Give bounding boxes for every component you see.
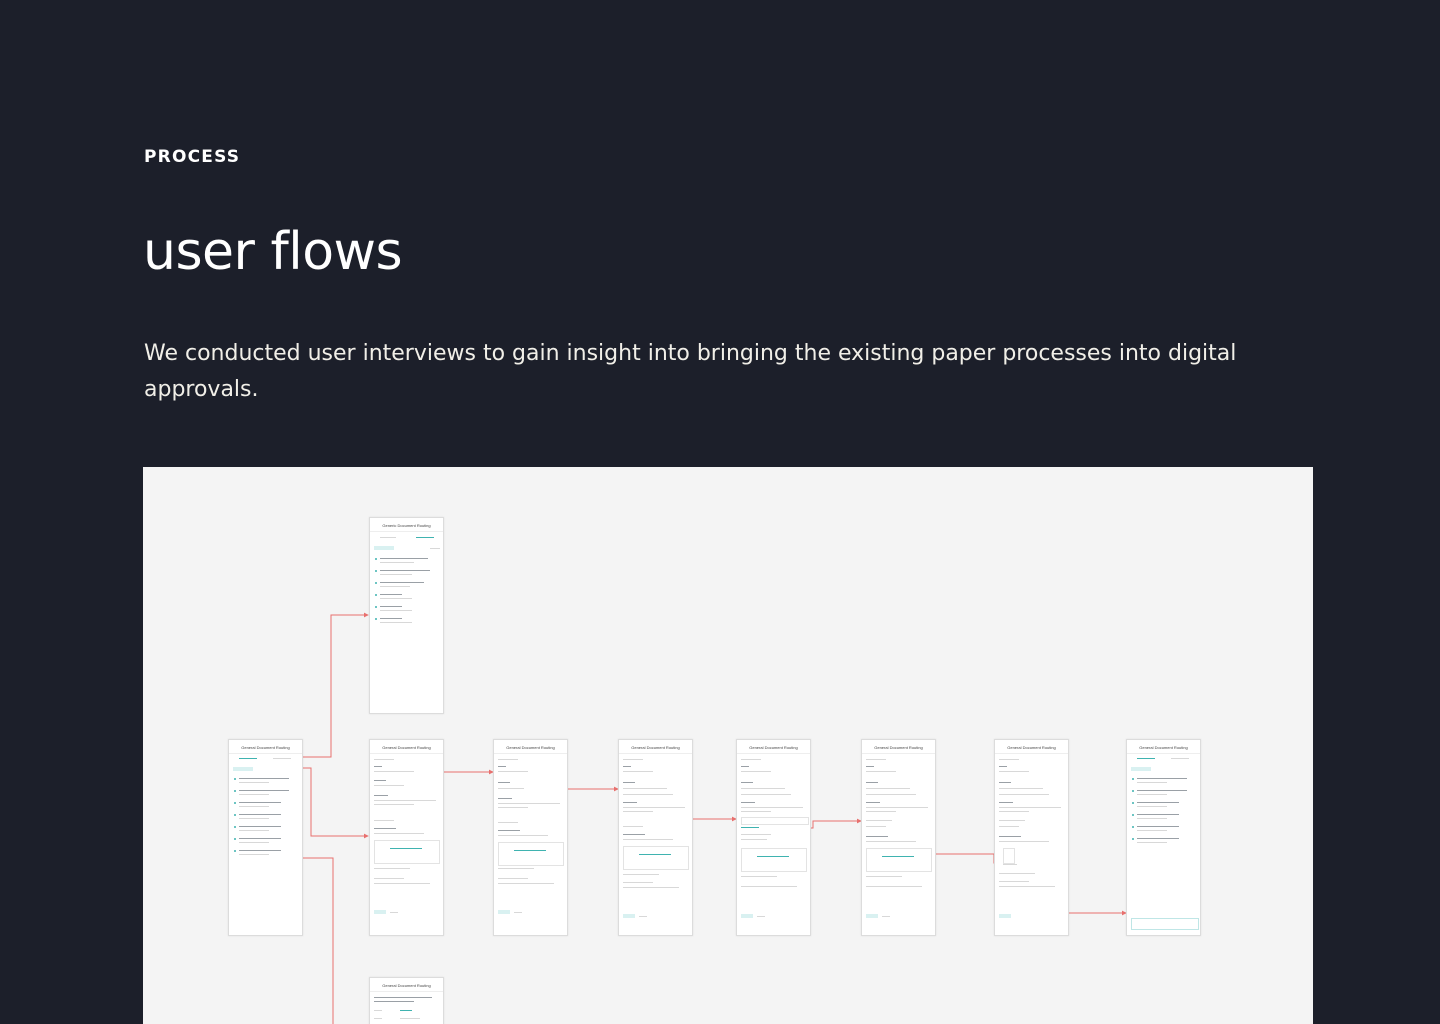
screen-title: General Document Routing xyxy=(862,740,935,754)
screen-form-1: General Document Routing xyxy=(369,739,444,936)
screen-title: General Document Routing xyxy=(370,978,443,992)
screen-title: General Document Routing xyxy=(995,740,1068,754)
connector-to-bottom xyxy=(299,857,334,1024)
screen-title: General Document Routing xyxy=(229,740,302,754)
connector-to-top xyxy=(293,612,369,758)
screen-detail-bottom: General Document Routing xyxy=(369,977,444,1024)
section-title: user flows xyxy=(143,222,403,282)
screen-form-3: General Document Routing xyxy=(618,739,693,936)
section-description: We conducted user interviews to gain ins… xyxy=(144,341,1237,402)
section-eyebrow: PROCESS xyxy=(144,147,241,167)
screen-list-main: General Document Routing xyxy=(228,739,303,936)
screen-form-4: General Document Routing xyxy=(736,739,811,936)
screen-form-6: General Document Routing xyxy=(994,739,1069,936)
screen-form-2: General Document Routing xyxy=(493,739,568,936)
screen-title: General Document Routing xyxy=(737,740,810,754)
screen-list-end: General Document Routing xyxy=(1126,739,1201,936)
screen-form-5: General Document Routing xyxy=(861,739,936,936)
screen-list-top: Generic Document Routing xyxy=(369,517,444,714)
screen-title: General Document Routing xyxy=(370,740,443,754)
screen-title: General Document Routing xyxy=(494,740,567,754)
screen-title: Generic Document Routing xyxy=(370,518,443,532)
screen-title: General Document Routing xyxy=(619,740,692,754)
user-flow-diagram: Generic Document Routing General Documen… xyxy=(143,467,1313,1024)
screen-title: General Document Routing xyxy=(1127,740,1200,754)
